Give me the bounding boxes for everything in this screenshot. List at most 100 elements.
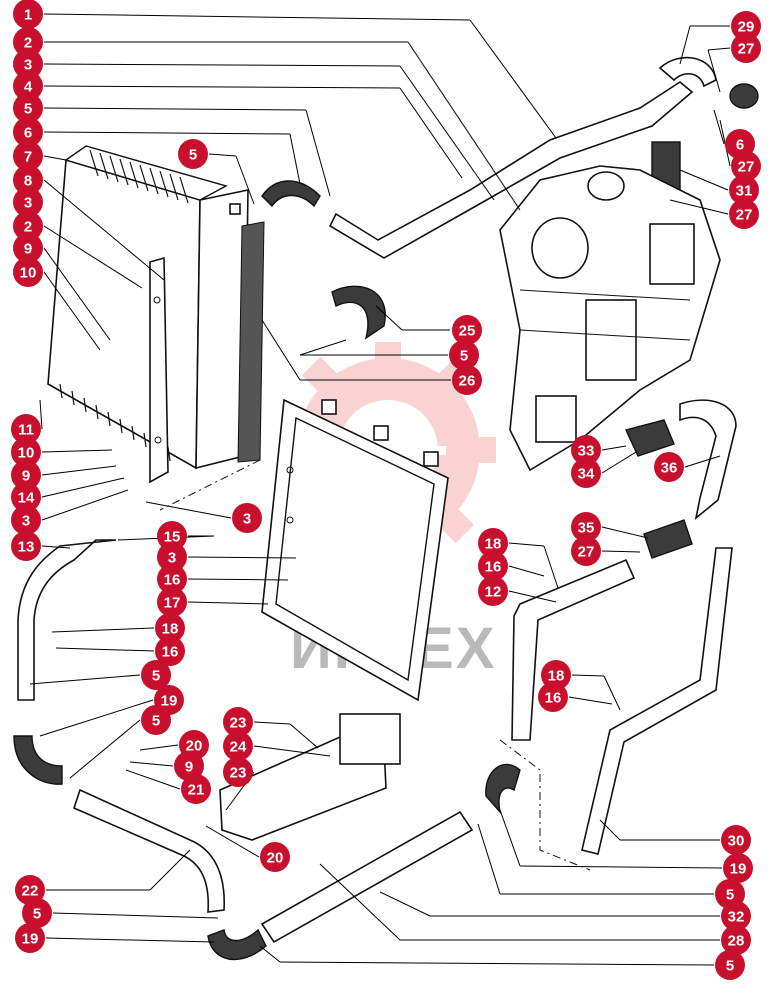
- callout-31: 31: [729, 175, 759, 205]
- callout-label: 5: [152, 668, 160, 685]
- callout-label: 19: [22, 931, 39, 948]
- callout-label: 23: [230, 715, 247, 732]
- callout-circle: [452, 315, 482, 345]
- callout-label: 3: [24, 195, 32, 212]
- callout-23: 23: [223, 707, 253, 737]
- callout-circle: [731, 11, 761, 41]
- callout-circle: [11, 414, 41, 444]
- callout-label: 9: [22, 468, 30, 485]
- callout-3: 3: [232, 503, 262, 533]
- callout-circle: [13, 141, 43, 171]
- callout-circle: [11, 460, 41, 490]
- callout-9: 9: [174, 751, 204, 781]
- callout-label: 5: [726, 958, 734, 975]
- hose-33: [625, 419, 675, 457]
- callout-18: 18: [478, 528, 508, 558]
- centerline-right: [499, 739, 591, 871]
- callout-label: 3: [168, 550, 176, 567]
- callout-19: 19: [723, 853, 753, 883]
- callout-16: 16: [478, 551, 508, 581]
- callout-label: 5: [189, 147, 197, 164]
- callout-label: 20: [267, 850, 284, 867]
- lower-left-pipe-13: [17, 539, 117, 701]
- callout-label: 29: [738, 19, 755, 36]
- callout-label: 23: [230, 765, 247, 782]
- bottom-pipe-28: [260, 810, 474, 944]
- callout-label: 27: [578, 544, 595, 561]
- callout-circle: [11, 482, 41, 512]
- callout-label: 16: [162, 644, 179, 661]
- callout-label: 18: [162, 621, 179, 638]
- centerline-left: [159, 459, 261, 511]
- callout-label: 5: [24, 101, 32, 118]
- callout-label: 2: [24, 35, 32, 52]
- callout-6: 6: [13, 117, 43, 147]
- callout-3: 3: [13, 187, 43, 217]
- callout-9: 9: [13, 233, 43, 263]
- callout-label: 26: [459, 373, 476, 390]
- callout-3: 3: [11, 505, 41, 535]
- callout-label: 24: [230, 739, 247, 756]
- callout-circle: [11, 505, 41, 535]
- callout-12: 12: [478, 576, 508, 606]
- callout-circle: [223, 731, 253, 761]
- callout-7: 7: [13, 141, 43, 171]
- callout-circle: [155, 613, 185, 643]
- callout-2: 2: [13, 211, 43, 241]
- callout-circle: [729, 199, 759, 229]
- callout-label: 21: [188, 782, 205, 799]
- radiator-seal-strip: [237, 221, 265, 463]
- callout-2: 2: [13, 27, 43, 57]
- callout-label: 10: [20, 265, 37, 282]
- callout-group: 1234567832910529276273127255261110914313…: [11, 0, 761, 980]
- callout-label: 3: [243, 511, 251, 528]
- callout-label: 27: [738, 159, 755, 176]
- callout-9: 9: [11, 460, 41, 490]
- callout-24: 24: [223, 731, 253, 761]
- callout-26: 26: [452, 365, 482, 395]
- callout-3: 3: [13, 49, 43, 79]
- callout-16: 16: [538, 682, 568, 712]
- callout-label: 16: [545, 690, 562, 707]
- callout-18: 18: [541, 660, 571, 690]
- callout-10: 10: [11, 437, 41, 467]
- pipe-12: [511, 558, 636, 741]
- callout-label: 5: [460, 348, 468, 365]
- callout-circle: [141, 660, 171, 690]
- callout-label: 20: [186, 738, 203, 755]
- callout-circle: [174, 751, 204, 781]
- radiator-bracket: [149, 256, 169, 484]
- callout-circle: [157, 521, 187, 551]
- callout-label: 6: [24, 125, 32, 142]
- callout-label: 4: [24, 79, 33, 96]
- callout-label: 18: [485, 536, 502, 553]
- callout-circle: [478, 528, 508, 558]
- callout-label: 27: [738, 41, 755, 58]
- callout-label: 3: [24, 57, 32, 74]
- hose-35: [643, 519, 693, 559]
- callout-circle: [723, 853, 753, 883]
- callout-circle: [223, 707, 253, 737]
- callout-circle: [541, 660, 571, 690]
- callout-circle: [571, 512, 601, 542]
- callout-label: 19: [730, 861, 747, 878]
- callout-label: 36: [661, 460, 678, 477]
- callout-label: 9: [24, 241, 32, 258]
- callout-circle: [22, 898, 52, 928]
- lower-left-hose-19: [13, 735, 63, 785]
- callout-circle: [452, 365, 482, 395]
- callout-circle: [141, 705, 171, 735]
- callout-33: 33: [571, 435, 601, 465]
- callout-circle: [571, 435, 601, 465]
- lower-bracket-plate: [219, 713, 401, 841]
- callout-5: 5: [178, 139, 208, 169]
- callout-16: 16: [157, 564, 187, 594]
- callout-circle: [715, 950, 745, 980]
- callout-circle: [478, 551, 508, 581]
- callout-circle: [15, 923, 45, 953]
- callout-17: 17: [157, 587, 187, 617]
- callout-13: 13: [11, 531, 41, 561]
- callout-label: 14: [18, 490, 35, 507]
- callout-label: 32: [728, 909, 745, 926]
- callout-circle: [721, 925, 751, 955]
